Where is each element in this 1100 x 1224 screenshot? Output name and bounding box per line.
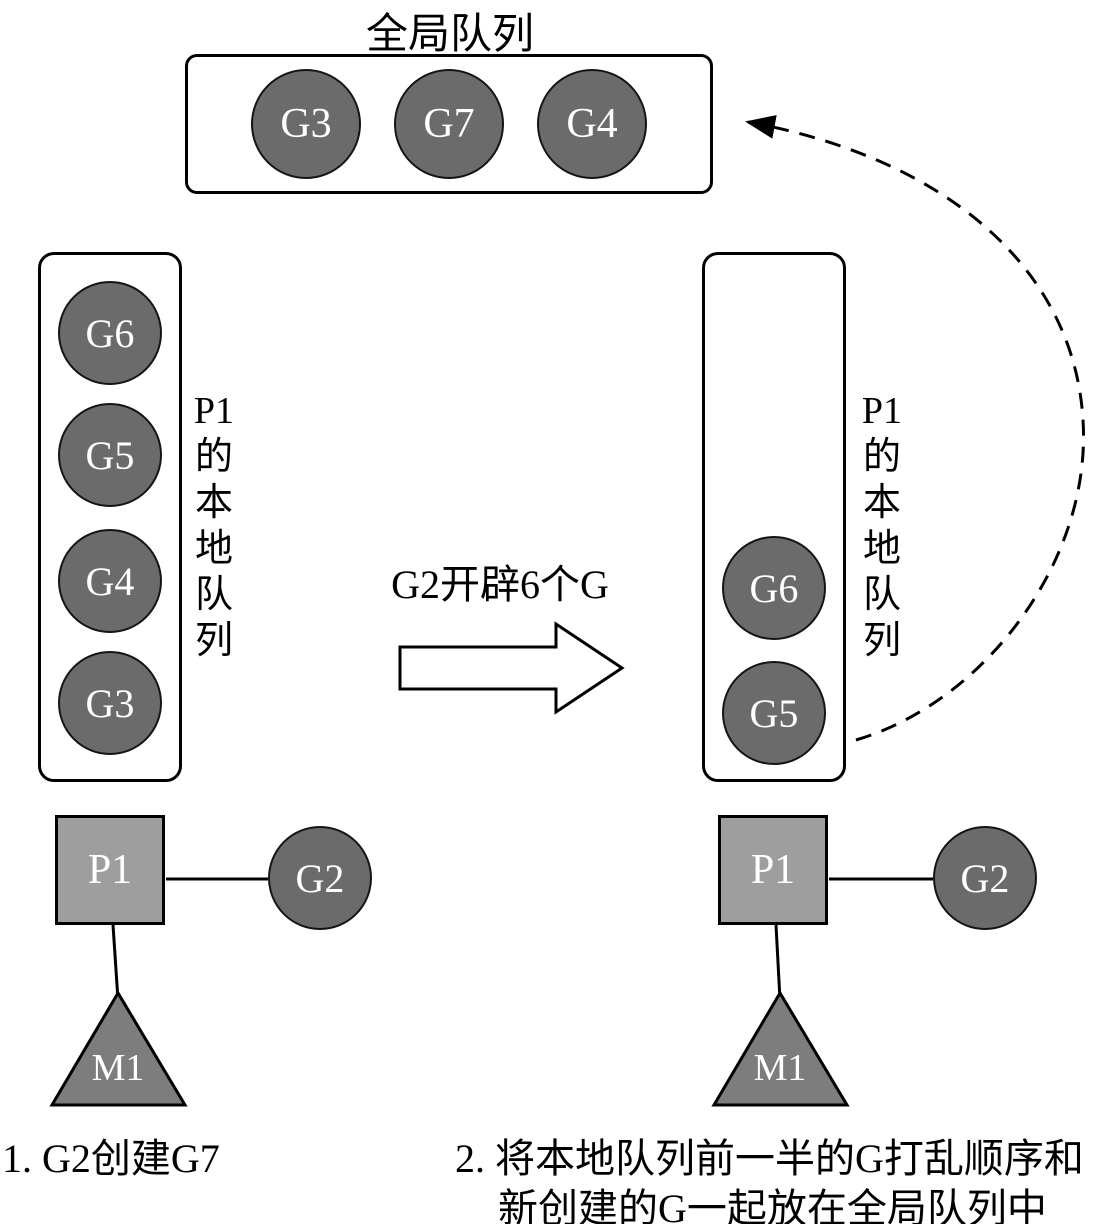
left-goroutine-g2: G2 — [268, 826, 372, 930]
queue-label-char: 的 — [194, 436, 233, 478]
queue-label-char: 列 — [862, 620, 901, 662]
global-goroutine-node: G7 — [394, 69, 504, 179]
caption-step2-line2: 新创建的G一起放在全局队列中 — [498, 1186, 1047, 1224]
left-machine-m1-triangle — [49, 990, 188, 1107]
left-local-queue: G6 G5 G4 G3 — [38, 252, 182, 782]
transition-arrow — [398, 621, 625, 715]
right-machine-label: M1 — [753, 1047, 807, 1089]
right-p1-m1-connector — [774, 924, 782, 1001]
global-goroutine-node: G4 — [537, 69, 647, 179]
right-queue-goroutine: G5 — [722, 661, 826, 765]
queue-label-char: 本 — [862, 482, 901, 524]
left-queue-goroutine: G3 — [58, 651, 162, 755]
right-local-queue: G6 G5 — [702, 252, 846, 782]
left-queue-goroutine: G4 — [58, 529, 162, 633]
queue-label-char: P1 — [861, 390, 903, 432]
right-processor-p1: P1 — [718, 815, 828, 925]
queue-label-char: 队 — [862, 574, 901, 616]
right-goroutine-g2: G2 — [933, 826, 1037, 930]
left-queue-goroutine: G6 — [58, 281, 162, 385]
queue-label-char: 地 — [862, 528, 901, 570]
global-queue-title: 全局队列 — [365, 12, 534, 58]
caption-step2-line1: 2. 将本地队列前一半的G打乱顺序和 — [455, 1136, 1084, 1181]
left-processor-p1: P1 — [55, 815, 165, 925]
left-machine-label: M1 — [91, 1047, 145, 1089]
right-queue-goroutine: G6 — [722, 536, 826, 640]
queue-label-char: 列 — [194, 620, 233, 662]
left-queue-label: P1 的 本 地 队 列 — [188, 388, 240, 664]
transition-label: G2开辟6个G — [391, 562, 609, 607]
queue-label-char: 本 — [194, 482, 233, 524]
queue-label-char: 的 — [862, 436, 901, 478]
dashed-return-arrow — [745, 115, 1086, 742]
left-queue-goroutine: G5 — [58, 403, 162, 507]
global-queue: G3 G7 G4 — [185, 54, 713, 194]
left-p1-m1-connector — [111, 924, 120, 1001]
queue-label-char: 队 — [194, 574, 233, 616]
global-goroutine-node: G3 — [251, 69, 361, 179]
right-queue-label: P1 的 本 地 队 列 — [856, 388, 908, 664]
queue-label-char: 地 — [194, 528, 233, 570]
right-machine-m1-triangle — [711, 990, 850, 1107]
queue-label-char: P1 — [193, 390, 235, 432]
caption-step1: 1. G2创建G7 — [2, 1136, 220, 1181]
